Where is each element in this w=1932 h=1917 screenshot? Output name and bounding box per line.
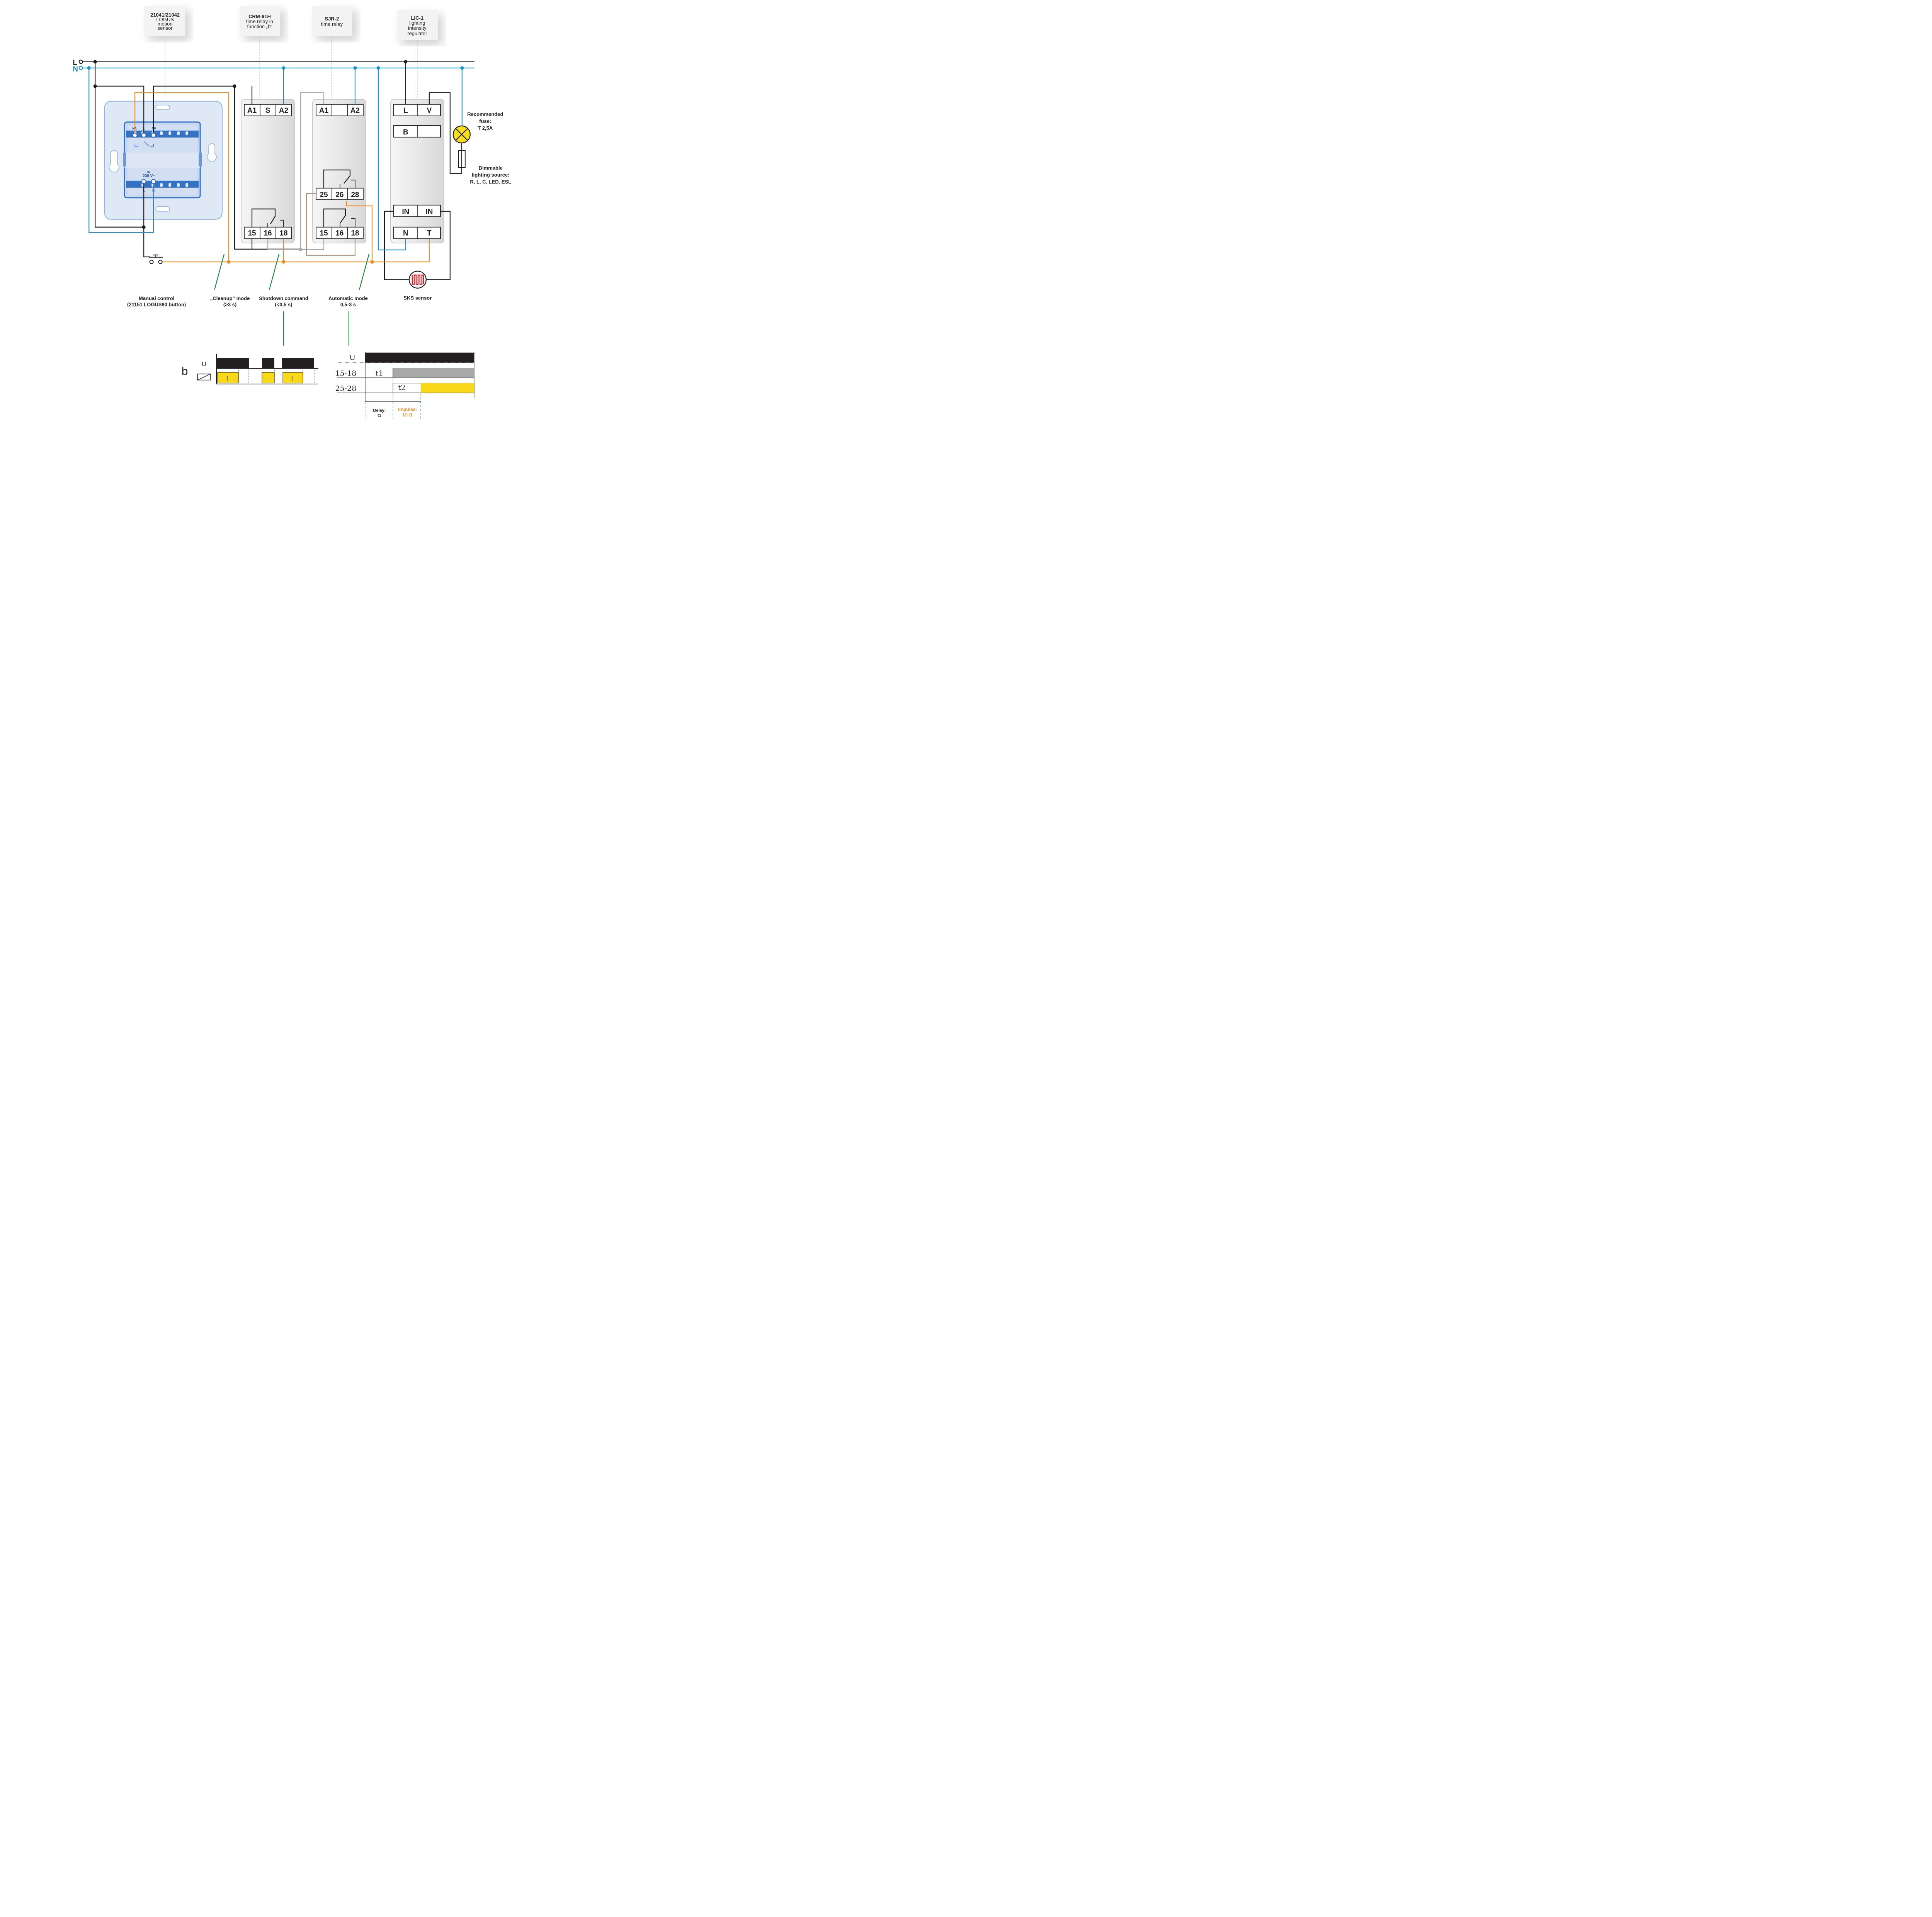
- crm-line2: function „b“: [247, 24, 272, 29]
- timing-b-function: b: [182, 365, 188, 378]
- sensor-voltage: 230 V~: [143, 174, 155, 178]
- caption-manual-2: (21151 LOGUS90 button): [127, 302, 186, 308]
- lamp-line2: lighting source:: [472, 172, 509, 178]
- sjr-term-26: 26: [335, 191, 344, 199]
- timing-b-u: U: [202, 361, 206, 368]
- lic-line2: intensity: [408, 25, 427, 31]
- crm-device: [241, 99, 295, 243]
- label-lic: [396, 10, 438, 40]
- sjr-device: [312, 99, 366, 243]
- timing-sjr-row2: 25-28: [335, 384, 357, 393]
- caption-shutdown-2: (<0,5 s): [275, 302, 292, 308]
- sjr-term-18: 18: [351, 230, 359, 238]
- sjr-term-16: 16: [335, 230, 344, 238]
- timing-sjr-t1: t1: [376, 369, 383, 378]
- timing-sjr-chart: [337, 352, 474, 419]
- lic-term-in2: IN: [425, 208, 433, 216]
- lic-model: LIC-1: [411, 15, 423, 21]
- crm-model: CRM-91H: [248, 14, 271, 19]
- n-terminal: [78, 66, 83, 70]
- motion-sensor-line1: LOGUS: [156, 17, 174, 22]
- timing-b-t1: t: [226, 374, 228, 382]
- crm-term-s: S: [265, 107, 270, 115]
- sjr-model: SJR-2: [325, 16, 339, 22]
- timing-sjr-u: U: [349, 354, 355, 362]
- motion-sensor-model: 21041/21042: [150, 12, 180, 18]
- relay-coil-icon: [197, 373, 211, 381]
- sjr-line1: time relay: [321, 21, 343, 27]
- crm-term-15: 15: [248, 230, 256, 238]
- label-sjr: [312, 5, 352, 36]
- crm-term-18: 18: [279, 230, 287, 238]
- sensor-in-label: IN: [147, 170, 150, 174]
- lic-term-v: V: [427, 107, 432, 115]
- junction-dots: [87, 60, 464, 264]
- crm-terminals: [244, 104, 292, 239]
- lic-term-b: B: [403, 128, 408, 136]
- crm-term-a2: A2: [279, 107, 288, 115]
- delay-label-1: Delay:: [373, 408, 386, 413]
- sjr-term-a2: A2: [350, 107, 360, 115]
- lic-terminals: [393, 104, 441, 239]
- lamp-line3: R, L, C, LED, ESL: [470, 179, 511, 185]
- caption-cleanup-1: „Cleanup“ mode: [210, 296, 250, 301]
- push-button-symbol: [149, 254, 163, 264]
- impulse-label-1: Impulse:: [398, 407, 417, 412]
- lic-term-n: N: [403, 230, 408, 238]
- timing-sjr-t2: t2: [398, 384, 406, 392]
- lic-term-t: T: [427, 230, 432, 238]
- lamp-icon: [452, 125, 471, 143]
- crm-term-16: 16: [264, 230, 272, 238]
- fuse-line3: T 2,5A: [478, 125, 493, 131]
- sjr-terminals: [316, 104, 364, 239]
- timing-sjr-row1: 15-18: [335, 369, 357, 378]
- impulse-label-2: t2-t1: [403, 412, 413, 418]
- sjr-term-28: 28: [351, 191, 359, 199]
- fuse-line1: Recommended: [467, 111, 503, 117]
- wires: [88, 61, 463, 280]
- label-motion-sensor: [144, 5, 185, 36]
- timing-b-chart: [216, 354, 318, 384]
- sks-sensor-icon: [408, 270, 427, 289]
- timing-b-t2: t: [291, 374, 293, 382]
- sjr-term-a1: A1: [319, 107, 329, 115]
- fuse-icon: [458, 150, 466, 168]
- lic-term-l: L: [403, 107, 408, 115]
- lic-device: [390, 99, 444, 243]
- lamp-line1: Dimmable: [479, 165, 503, 171]
- motion-sensor-socket: [104, 100, 223, 220]
- caption-auto-1: Automatic mode: [328, 296, 368, 301]
- caption-sks: SKS sensor: [403, 295, 432, 301]
- wiring-diagram: 21041/21042 LOGUS motion sensor CRM-91H …: [73, 5, 511, 419]
- n-line-label: N: [73, 65, 78, 73]
- sjr-term-15: 15: [320, 230, 328, 238]
- caption-auto-2: 0,5-3 s: [340, 302, 356, 308]
- fuse-line2: fuse:: [479, 118, 491, 124]
- crm-term-a1: A1: [247, 107, 257, 115]
- caption-shutdown-1: Shutdown command: [259, 296, 308, 301]
- lic-line1: lighting: [409, 20, 425, 26]
- motion-sensor-line2: motion: [158, 21, 173, 27]
- l-line-label: L: [73, 59, 77, 67]
- lic-term-in1: IN: [402, 208, 409, 216]
- caption-cleanup-2: (>3 s): [223, 302, 236, 308]
- l-terminal: [78, 60, 83, 64]
- lic-line3: regulator: [407, 31, 427, 36]
- label-crm: [240, 5, 281, 36]
- sjr-term-25: 25: [320, 191, 328, 199]
- motion-sensor-line3: sensor: [158, 25, 173, 31]
- callout-lines: [214, 254, 369, 346]
- crm-line1: time relay in: [246, 19, 273, 24]
- delay-label-2: t1: [378, 413, 381, 418]
- caption-manual-1: Manual control: [139, 296, 174, 301]
